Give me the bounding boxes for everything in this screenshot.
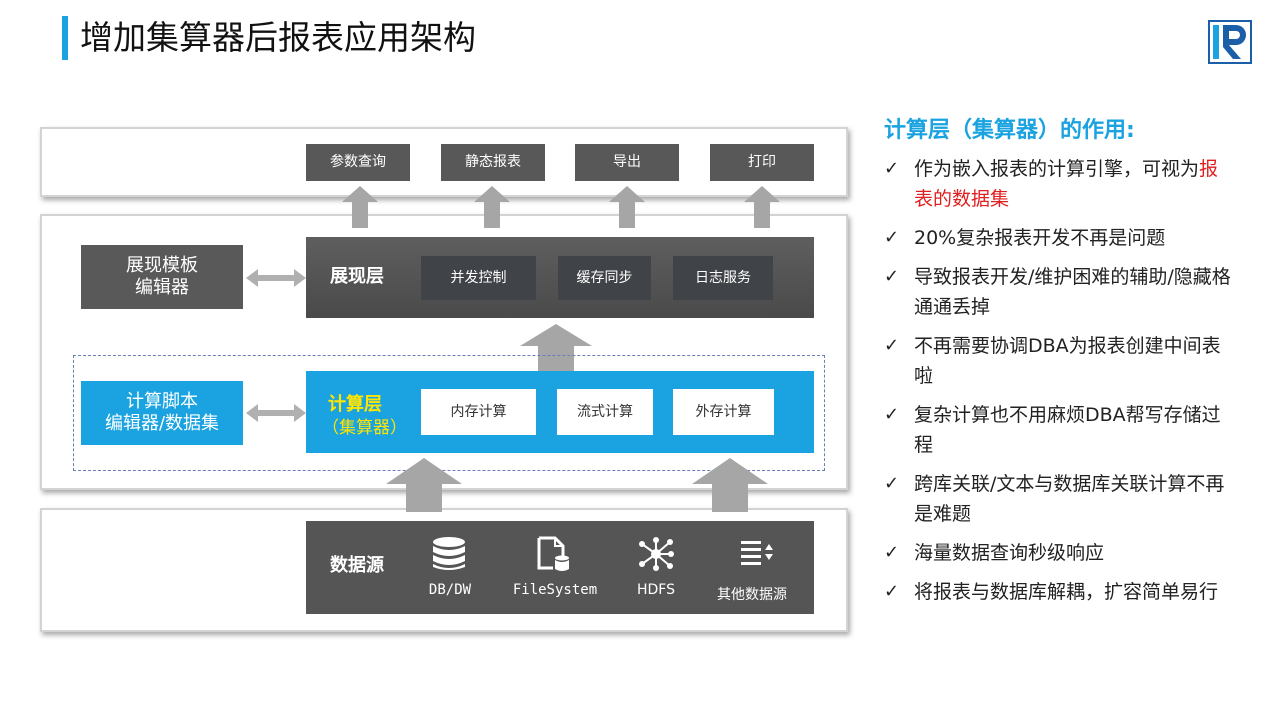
bidirectional-arrow-icon — [246, 404, 306, 422]
check-icon: ✓ — [884, 266, 900, 287]
file-database-icon — [537, 536, 569, 571]
check-icon: ✓ — [884, 473, 900, 494]
up-arrows-to-compute — [386, 458, 768, 512]
list-item: ✓海量数据查询秒级响应 — [884, 538, 1234, 568]
brand-logo-icon — [1208, 20, 1252, 64]
bidirectional-arrow-icon — [246, 269, 306, 287]
filesystem-label: FileSystem — [512, 582, 598, 598]
check-icon: ✓ — [884, 227, 900, 248]
up-arrows-to-output — [342, 186, 780, 228]
compute-layer-label: 计算层 — [328, 394, 382, 415]
list-item: ✓复杂计算也不用麻烦DBA帮写存储过程 — [884, 400, 1234, 460]
script-editor-line2: 编辑器/数据集 — [104, 413, 220, 434]
compute-region — [73, 355, 825, 471]
check-icon: ✓ — [884, 158, 900, 179]
memory-compute-item: 内存计算 — [421, 389, 536, 435]
highlight-text: 报表的数据集 — [914, 158, 1219, 210]
param-query-button[interactable]: 参数查询 — [306, 144, 410, 181]
cache-sync-item: 缓存同步 — [558, 256, 651, 300]
list-item: ✓将报表与数据库解耦，扩容简单易行 — [884, 577, 1234, 607]
script-editor-line1: 计算脚本 — [125, 391, 198, 412]
presentation-layer-label: 展现层 — [330, 266, 384, 287]
database-icon — [433, 537, 465, 570]
external-compute-item: 外存计算 — [673, 389, 774, 435]
script-editor-box[interactable]: 计算脚本 编辑器/数据集 — [81, 381, 243, 445]
template-editor-line2: 编辑器 — [135, 277, 189, 298]
compute-layer-sublabel: （集算器） — [322, 418, 407, 438]
list-item: ✓跨库关联/文本与数据库关联计算不再是难题 — [884, 469, 1234, 529]
check-icon: ✓ — [884, 542, 900, 563]
hdfs-label: HDFS — [636, 582, 675, 598]
concurrency-control-item: 并发控制 — [421, 256, 536, 300]
log-service-item: 日志服务 — [673, 256, 773, 300]
network-icon — [639, 537, 674, 571]
page-title: 增加集算器后报表应用架构 — [80, 18, 476, 57]
check-icon: ✓ — [884, 404, 900, 425]
list-item: ✓导致报表开发/维护困难的辅助/隐藏格通通丢掉 — [884, 262, 1234, 322]
check-icon: ✓ — [884, 335, 900, 356]
export-button[interactable]: 导出 — [575, 144, 679, 181]
up-arrow-to-presentation — [520, 324, 592, 372]
list-item: ✓作为嵌入报表的计算引擎，可视为报表的数据集 — [884, 154, 1234, 214]
check-icon: ✓ — [884, 581, 900, 602]
other-source-label: 其他数据源 — [717, 587, 787, 603]
stream-compute-item: 流式计算 — [557, 389, 653, 435]
print-button[interactable]: 打印 — [710, 144, 814, 181]
datasource-label: 数据源 — [330, 555, 384, 576]
static-report-button[interactable]: 静态报表 — [441, 144, 545, 181]
list-item: ✓20%复杂报表开发不再是问题 — [884, 223, 1234, 253]
benefits-title: 计算层（集算器）的作用: — [884, 118, 1135, 143]
db-dw-label: DB/DW — [428, 582, 472, 598]
template-editor-line1: 展现模板 — [126, 255, 198, 276]
list-sort-icon — [741, 541, 773, 565]
benefits-list: ✓作为嵌入报表的计算引擎，可视为报表的数据集 ✓20%复杂报表开发不再是问题 ✓… — [884, 154, 1234, 616]
list-item: ✓不再需要协调DBA为报表创建中间表啦 — [884, 331, 1234, 391]
template-editor-box[interactable]: 展现模板 编辑器 — [81, 245, 243, 309]
title-accent-bar — [62, 16, 68, 60]
